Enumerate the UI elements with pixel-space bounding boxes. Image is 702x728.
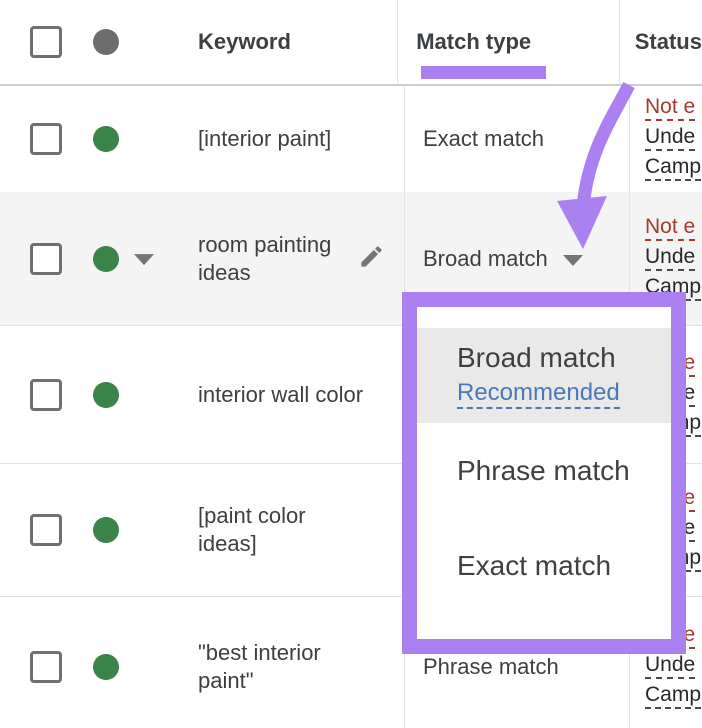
dropdown-item-broad-match[interactable]: Broad match Recommended [417,328,671,423]
edit-pencil-icon[interactable] [358,243,385,275]
recommended-link[interactable]: Recommended [457,379,620,409]
status-line-under[interactable]: Unde [645,124,696,151]
match-type-caret-icon[interactable] [562,255,583,266]
header-match-type-cell: Match type [398,0,620,84]
dropdown-item-label: Broad match [457,342,616,373]
column-header-keyword[interactable]: Keyword [198,29,291,54]
status-line-under[interactable]: Unde [645,244,696,271]
select-all-checkbox[interactable] [30,26,62,58]
column-header-match-type[interactable]: Match type [416,29,532,54]
row-checkbox[interactable] [30,514,62,546]
status-line-campaign[interactable]: Camp [645,154,702,181]
status-line-campaign[interactable]: Camp [645,682,702,709]
header-status-cell: Status [620,0,702,84]
keyword-text: interior wall color [198,381,364,407]
table-header: Keyword Match type Status [0,0,702,86]
status-text: Not e Unde Camp [645,214,702,304]
status-line-under[interactable]: Unde [645,652,696,679]
match-type-text: Exact match [423,126,545,151]
status-dot [93,381,119,408]
row-checkbox[interactable] [30,378,62,411]
dropdown-item-exact-match[interactable]: Exact match [417,518,671,613]
table-row: [interior paint] Exact match Not e Unde … [0,86,702,192]
match-type-underline-annotation [421,66,546,79]
status-dot [93,653,119,680]
row-checkbox[interactable] [30,242,62,275]
status-dot-header [93,29,119,55]
column-header-status[interactable]: Status [634,29,702,54]
status-dot [93,126,119,152]
status-line-not-eligible[interactable]: Not e [645,94,696,121]
match-type-text: Phrase match [423,653,559,679]
dropdown-item-phrase-match[interactable]: Phrase match [417,423,671,518]
dropdown-item-label: Exact match [457,549,612,581]
status-dot [93,245,119,272]
status-caret-icon[interactable] [134,253,154,265]
keyword-text: room painting ideas [198,231,332,285]
dropdown-item-label: Phrase match [457,454,630,486]
row-checkbox[interactable] [30,650,62,683]
keyword-text: [paint color ideas] [198,503,306,556]
keyword-text: [interior paint] [198,126,332,151]
match-type-text: Broad match [423,245,548,271]
match-type-dropdown: Broad match Recommended Phrase match Exa… [402,292,686,654]
status-line-not-eligible[interactable]: Not e [645,214,696,241]
status-dot [93,517,119,543]
keyword-text: "best interior paint" [198,639,321,693]
status-text: Not e Unde Camp [645,94,702,184]
row-checkbox[interactable] [30,123,62,155]
header-keyword-cell: Keyword [0,0,399,84]
